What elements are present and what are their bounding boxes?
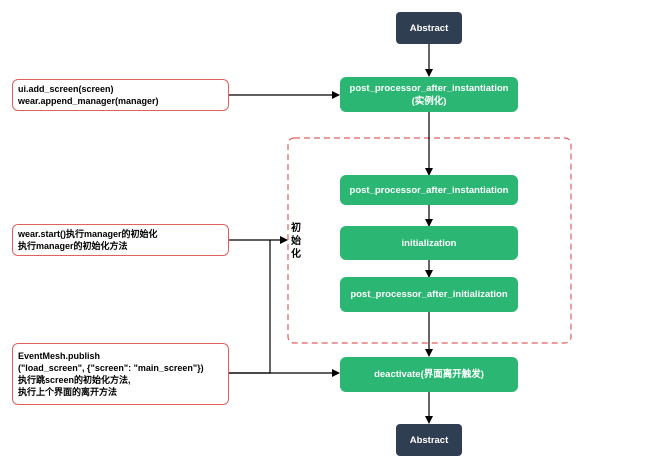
initialization-node: initialization — [340, 226, 518, 260]
post-processor-after-initialization-node: post_processor_after_initialization — [340, 277, 518, 312]
initialization-group-label: 初 始 化 — [290, 222, 302, 261]
group-label-char: 化 — [291, 249, 301, 260]
abstract-top-node: Abstract — [396, 12, 462, 44]
note-line: 执行上个界面的离开方法 — [18, 387, 118, 397]
group-label-char: 始 — [291, 236, 301, 247]
note-add-screen: ui.add_screen(screen) wear.append_manage… — [12, 79, 229, 111]
post-processor-node-line1: post_processor_after_instantiation — [349, 82, 509, 94]
deactivate-node: deactivate(界面离开触发) — [340, 357, 518, 392]
note-line: EventMesh.publish — [18, 351, 101, 361]
note-eventmesh-publish: EventMesh.publish ("load_screen", {"scre… — [12, 343, 229, 405]
note-line: ("load_screen", {"screen": "main_screen"… — [18, 363, 204, 373]
note-line: 执行跳screen的初始化方法, — [18, 375, 131, 385]
note-line: wear.start()执行manager的初始化 — [18, 229, 158, 239]
note-line: wear.append_manager(manager) — [18, 96, 159, 106]
post-processor-after-instantiation-node: post_processor_after_instantiation (实例化) — [340, 77, 518, 112]
connector-note3-to-group — [229, 240, 271, 374]
note-wear-start: wear.start()执行manager的初始化 执行manager的初始化方… — [12, 224, 229, 256]
note-line: ui.add_screen(screen) — [18, 84, 114, 94]
group-label-char: 初 — [291, 223, 301, 234]
post-processor-node-line2: (实例化) — [411, 95, 447, 107]
abstract-bottom-node: Abstract — [396, 424, 462, 456]
post-processor-inner-node: post_processor_after_instantiation — [340, 175, 518, 205]
note-line: 执行manager的初始化方法 — [18, 241, 128, 251]
